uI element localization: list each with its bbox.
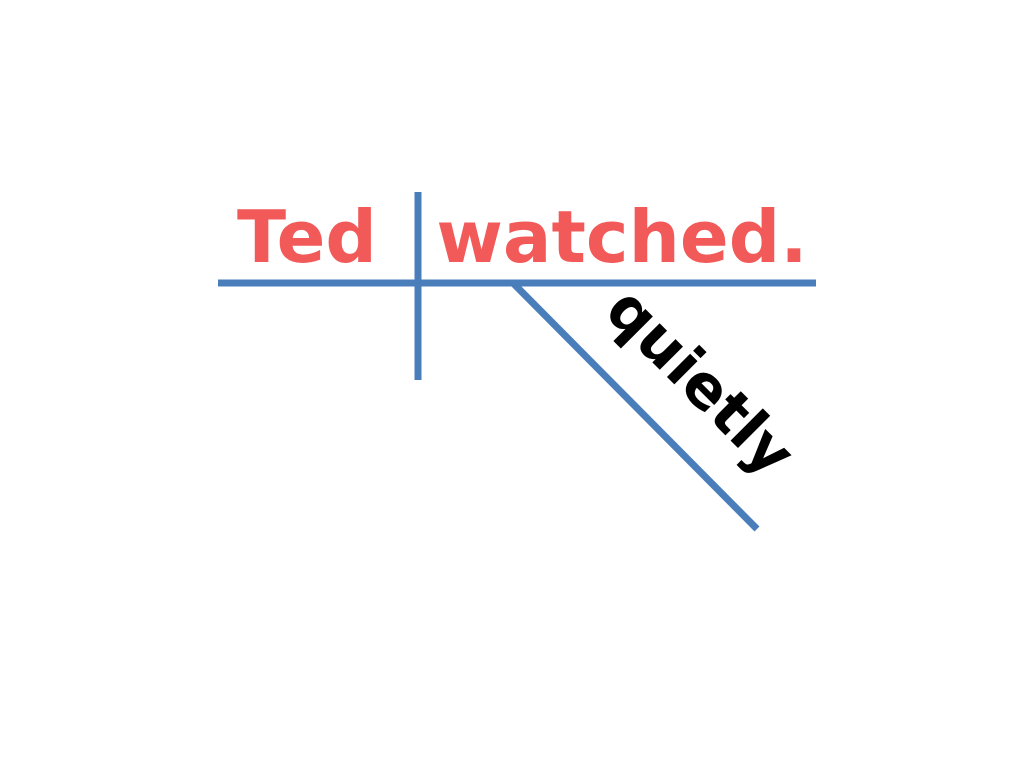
modifier-word: quietly — [592, 274, 808, 490]
modifier-slant-line — [510, 280, 760, 532]
subject-word: Ted — [237, 195, 377, 279]
predicate-word: watched. — [436, 195, 807, 279]
